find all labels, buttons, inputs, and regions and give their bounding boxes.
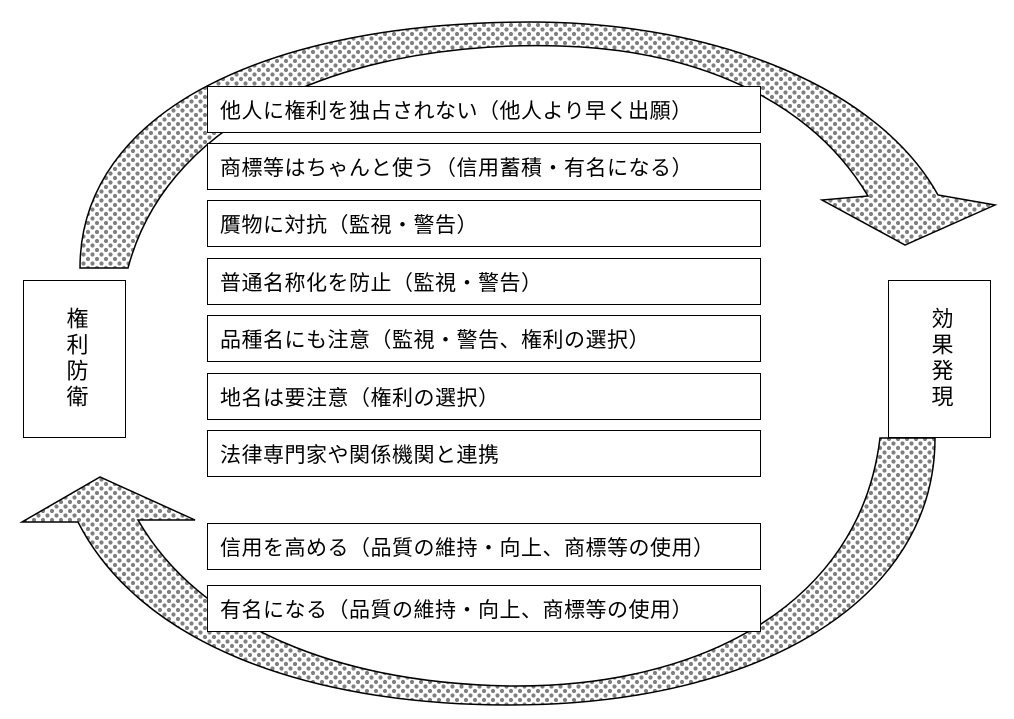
item-box: 品種名にも注意（監視・警告、権利の選択） — [207, 315, 761, 362]
upper-cycle-arrow — [79, 21, 998, 269]
item-text: 法律専門家や関係機関と連携 — [220, 442, 500, 467]
item-text: 商標等はちゃんと使う（信用蓄積・有名になる） — [220, 155, 693, 180]
item-text: 普通名称化を防止（監視・警告） — [220, 270, 543, 295]
item-text: 信用を高める（品質の維持・向上、商標等の使用） — [220, 535, 715, 560]
left-label-box: 権利防衛 — [23, 280, 126, 438]
item-text: 有名になる（品質の維持・向上、商標等の使用） — [220, 597, 693, 622]
item-text: 他人に権利を独占されない（他人より早く出願） — [220, 98, 693, 123]
lower-cycle-arrow — [19, 437, 936, 706]
item-box: 商標等はちゃんと使う（信用蓄積・有名になる） — [207, 143, 761, 190]
item-box: 普通名称化を防止（監視・警告） — [207, 258, 761, 305]
item-text: 贋物に対抗（監視・警告） — [220, 212, 478, 237]
right-label-text: 効果発現 — [927, 307, 953, 411]
item-text: 地名は要注意（権利の選択） — [220, 385, 500, 410]
item-box: 信用を高める（品質の維持・向上、商標等の使用） — [207, 523, 761, 570]
item-box: 地名は要注意（権利の選択） — [207, 373, 761, 420]
item-box: 法律専門家や関係機関と連携 — [207, 430, 761, 477]
item-box: 他人に権利を独占されない（他人より早く出願） — [207, 86, 761, 133]
right-label-box: 効果発現 — [888, 280, 991, 438]
item-box: 贋物に対抗（監視・警告） — [207, 200, 761, 247]
item-box: 有名になる（品質の維持・向上、商標等の使用） — [207, 585, 761, 632]
item-text: 品種名にも注意（監視・警告、権利の選択） — [220, 327, 650, 352]
left-label-text: 権利防衛 — [62, 307, 88, 411]
